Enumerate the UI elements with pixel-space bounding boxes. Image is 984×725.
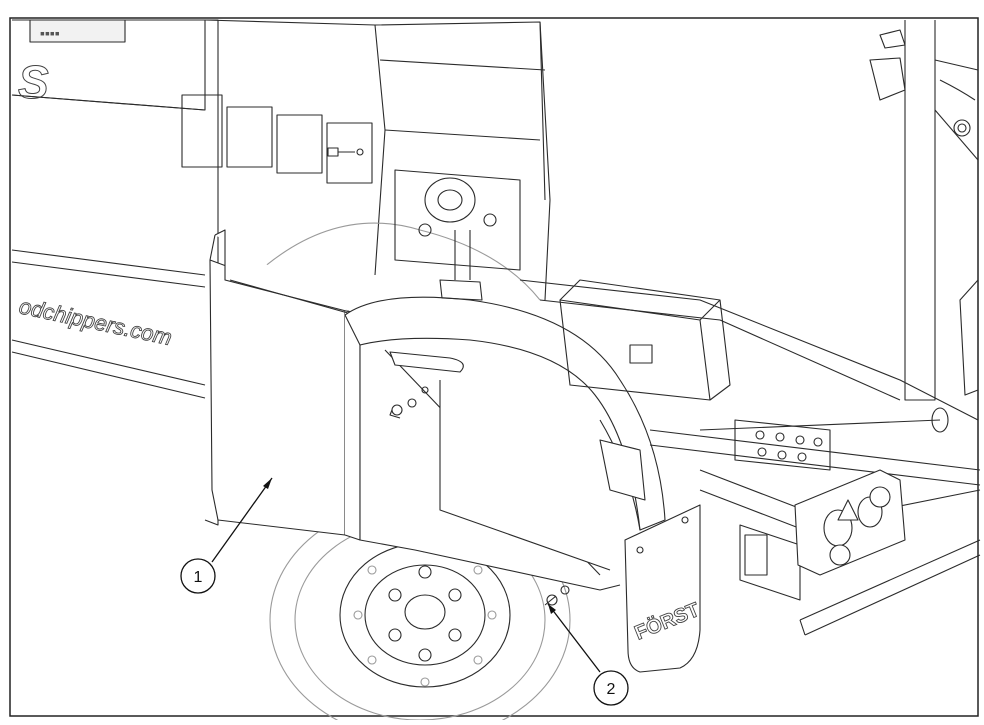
- chipper-body: [11, 19, 551, 526]
- callout-2-number: 2: [607, 681, 616, 698]
- feed-hopper: [869, 20, 979, 401]
- callout-1-number: 1: [194, 569, 203, 586]
- side-panel: [209, 229, 361, 541]
- callout-2: 2: [547, 603, 629, 706]
- fender-bolts: [389, 386, 429, 419]
- logo-plate: [29, 19, 126, 43]
- fender: [344, 296, 666, 591]
- mudflap: [624, 504, 701, 673]
- pto-housing: [394, 169, 521, 301]
- logo-plate-text: ▪▪▪▪: [40, 25, 60, 41]
- top-bolt: [327, 147, 364, 157]
- callout-1: 1: [180, 477, 273, 594]
- rear-light: [794, 469, 906, 576]
- diagram-border: [9, 17, 979, 717]
- brand-letters: S: [18, 56, 49, 108]
- mounting-bolt: [544, 585, 570, 606]
- side-reflector: [744, 534, 768, 576]
